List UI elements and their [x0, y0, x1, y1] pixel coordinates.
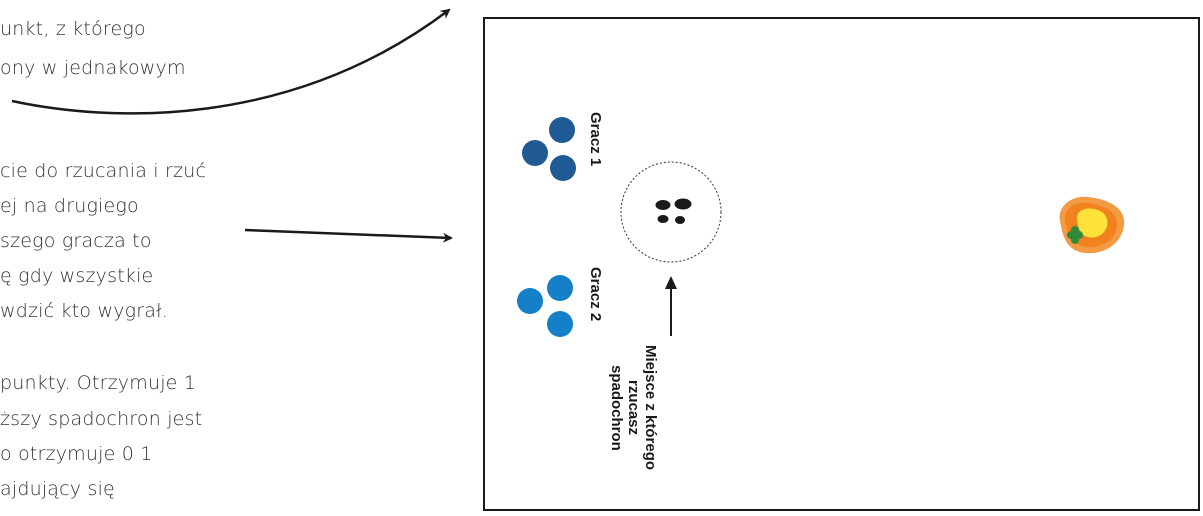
- throw-place-label-line-2: rzucasz: [625, 380, 642, 436]
- player1-disc: [522, 140, 548, 166]
- throw-place-arrow: [665, 276, 677, 336]
- straight-arrow: [244, 228, 453, 243]
- target-blob-icon: [1059, 196, 1125, 254]
- instruction-line-11: ajdujący się: [0, 478, 115, 500]
- instruction-line-2: ony w jednakowym: [0, 57, 186, 79]
- instruction-line-6: ę gdy wszystkie: [0, 265, 154, 287]
- player1-discs: [522, 117, 576, 181]
- game-board: Gracz 1 Gracz 2 Miejsce z którego rzucas…: [483, 17, 1200, 511]
- player2-disc: [547, 311, 573, 337]
- instruction-line-5: szego gracza to: [0, 230, 152, 252]
- throw-place-label-line-1: Miejsce z którego: [642, 345, 659, 471]
- clover-icon: [1067, 226, 1083, 244]
- player1-label: Gracz 1: [587, 112, 604, 167]
- instruction-line-4: ej na drugiego: [0, 195, 139, 217]
- instruction-line-3: cie do rzucania i rzuć: [0, 160, 207, 182]
- pointer-arrows: [11, 8, 453, 243]
- instruction-line-7: wdzić kto wygrał.: [0, 300, 168, 322]
- board-graphics: [517, 117, 1125, 337]
- player2-discs: [517, 275, 573, 337]
- throw-circle: [620, 161, 722, 263]
- instruction-line-8: punkty. Otrzymuje 1: [0, 372, 197, 394]
- player2-disc: [547, 275, 573, 301]
- footprints-icon: [655, 198, 692, 224]
- player1-disc: [550, 155, 576, 181]
- player2-label: Gracz 2: [587, 267, 604, 322]
- instruction-line-10: o otrzymuje 0 1: [0, 443, 153, 465]
- player1-disc: [549, 117, 575, 143]
- throw-place-label-line-3: spadochron: [608, 364, 625, 451]
- instruction-line-9: ższy spadochron jest: [0, 408, 203, 430]
- instruction-line-1: unkt, z którego: [0, 18, 146, 40]
- curved-arrow: [11, 8, 451, 115]
- player2-disc: [517, 288, 543, 314]
- throw-place-label: Miejsce z którego rzucasz spadochron: [608, 345, 659, 470]
